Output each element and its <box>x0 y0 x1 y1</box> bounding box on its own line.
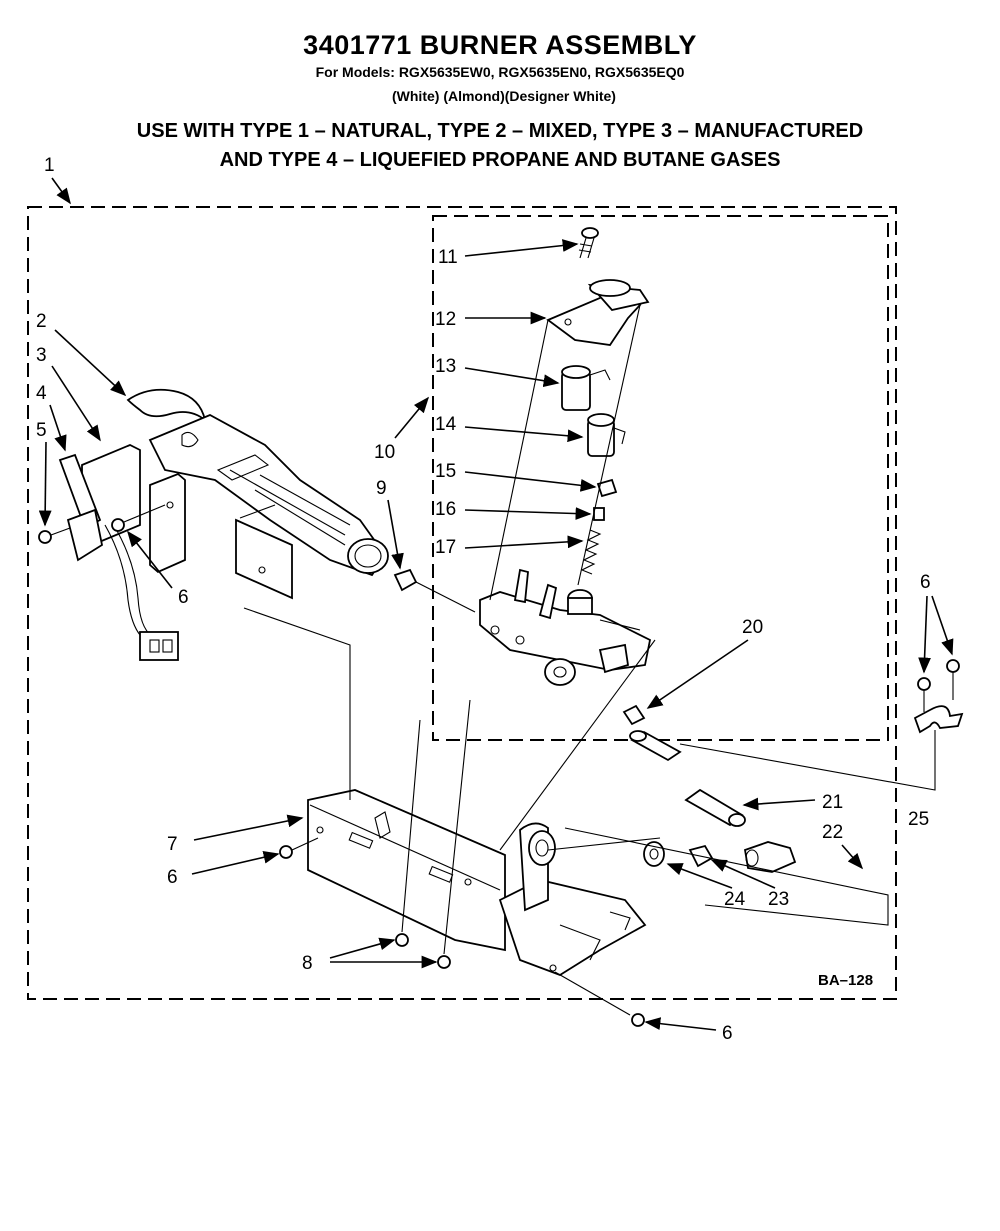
colors-line: (White) (Almond)(Designer White) <box>392 88 616 104</box>
callout-12: 12 <box>435 309 456 330</box>
clamp-screw-1 <box>917 677 931 712</box>
igniter-screw <box>38 527 71 544</box>
callout-16: 16 <box>435 499 456 520</box>
callout-17: 17 <box>435 537 456 558</box>
callout-6-lower-left: 6 <box>167 867 178 888</box>
callout-6-right: 6 <box>920 572 931 593</box>
usage-line-1: USE WITH TYPE 1 – NATURAL, TYPE 2 – MIXE… <box>136 120 864 142</box>
valve-seat <box>596 478 618 498</box>
orifice <box>393 568 476 613</box>
callout-9: 9 <box>376 478 387 499</box>
callout-3: 3 <box>36 345 47 366</box>
callout-14: 14 <box>435 414 457 435</box>
callout-4: 4 <box>36 383 47 404</box>
callout-5: 5 <box>36 420 47 441</box>
callout-11: 11 <box>438 247 458 268</box>
pipe-clamp <box>913 705 964 734</box>
callout-2: 2 <box>36 311 47 332</box>
usage-line-2: AND TYPE 4 – LIQUEFIED PROPANE AND BUTAN… <box>219 149 781 171</box>
gas-pipe-nipple <box>629 730 682 762</box>
bracket-screw-8a <box>395 719 421 947</box>
callout-1: 1 <box>44 155 55 176</box>
valve-outlet-fitting <box>622 704 646 726</box>
gas-valve-boundary <box>432 215 889 741</box>
bracket-screw-6-bottom <box>554 971 645 1027</box>
valve-coil-upper <box>561 365 611 411</box>
burner-flame-cone <box>126 388 389 577</box>
igniter <box>58 453 179 661</box>
callout-21: 21 <box>822 792 843 813</box>
bracket-screw-8b <box>437 699 471 969</box>
callout-6-left: 6 <box>178 587 189 608</box>
gas-valve-body <box>479 568 652 686</box>
valve-spring <box>580 529 602 575</box>
gas-pipe-coupling <box>684 788 746 827</box>
burner-assembly-boundary <box>27 206 897 1000</box>
callout-13: 13 <box>435 356 456 377</box>
clamp-screw-2 <box>946 659 960 700</box>
inlet-gasket <box>643 841 665 867</box>
callout-24: 24 <box>724 889 746 910</box>
coil-cover-screw <box>578 227 599 259</box>
gas-inlet-adapter <box>743 841 797 873</box>
callout-22: 22 <box>822 822 843 843</box>
coil-cover <box>546 279 650 346</box>
manifold-bracket <box>307 789 506 952</box>
callout-7: 7 <box>167 834 178 855</box>
callout-8: 8 <box>302 953 313 974</box>
drawing-code: BA–128 <box>818 972 873 989</box>
valve-coil-lower <box>587 413 626 457</box>
valve-plunger <box>593 507 605 521</box>
callout-10: 10 <box>374 442 395 463</box>
callout-20: 20 <box>742 617 763 638</box>
flame-sensor-plate <box>216 454 293 600</box>
models-line: For Models: RGX5635EW0, RGX5635EN0, RGX5… <box>315 64 685 80</box>
bracket-screw-6-left <box>279 837 319 859</box>
callout-23: 23 <box>768 889 789 910</box>
callout-15: 15 <box>435 461 456 482</box>
burner-mounting-bracket <box>498 822 647 976</box>
callout-6-bottom: 6 <box>722 1023 733 1044</box>
callout-25: 25 <box>908 809 929 830</box>
assembly-title: 3401771 BURNER ASSEMBLY <box>303 30 697 60</box>
bracket-screw-left <box>111 504 166 532</box>
